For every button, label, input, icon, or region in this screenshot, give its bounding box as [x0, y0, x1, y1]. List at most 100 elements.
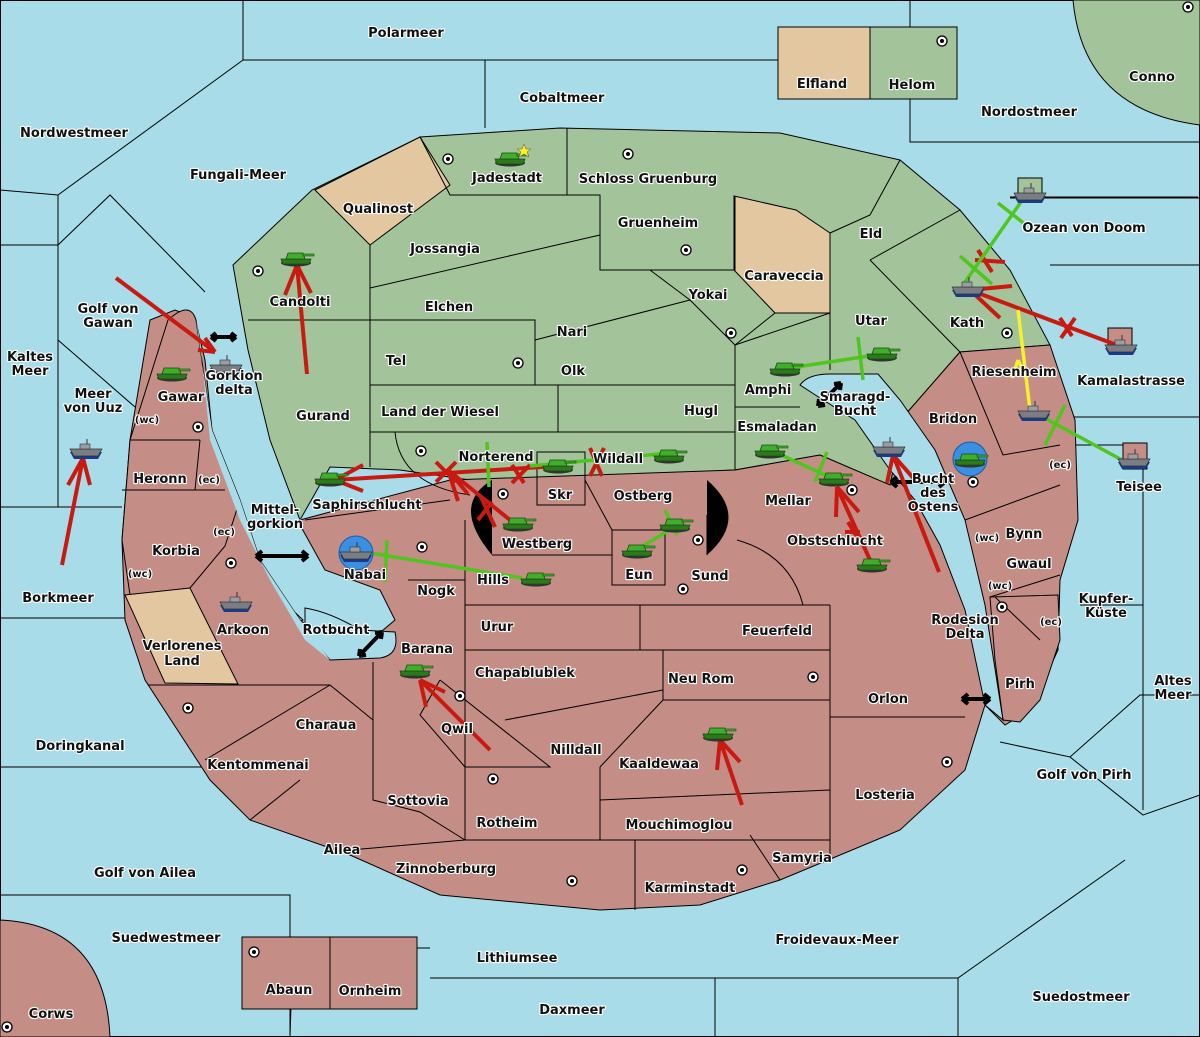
label-hills: Hills	[477, 573, 509, 588]
label-lithiumsee: Lithiumsee	[477, 951, 558, 966]
label-ozean-von-doom: Ozean von Doom	[1022, 221, 1145, 236]
coast-labels: (wc) (ec) (ec) (wc) (ec) (wc) (wc) (ec)	[127, 414, 1072, 629]
label-eld: Eld	[860, 227, 883, 242]
region-conno[interactable]	[1072, 0, 1200, 126]
label-sund: Sund	[691, 569, 728, 584]
coast-wc: (wc)	[975, 533, 999, 544]
move-orders	[60, 248, 1123, 806]
label-rotbucht: Rotbucht	[303, 623, 370, 638]
label-zinnoberburg: Zinnoberburg	[396, 862, 496, 877]
label-nabai: Nabai	[344, 568, 386, 583]
label-abaun: Abaun	[266, 983, 313, 998]
label-chapablublek: Chapablublek	[475, 666, 575, 681]
label-gwaul: Gwaul	[1006, 557, 1051, 572]
label-froidevaux-meer: Froidevaux-Meer	[775, 933, 899, 948]
label-smaragd-bucht: Smaragd-Bucht	[820, 390, 891, 419]
label-riesenheim: Riesenheim	[971, 365, 1056, 380]
label-polarmeer: Polarmeer	[368, 26, 444, 41]
label-yokai: Yokai	[687, 288, 727, 303]
label-verlorenes-land: Verlorenes	[142, 639, 221, 654]
label-rotheim: Rotheim	[476, 816, 537, 831]
adjacency-arrows	[209, 331, 992, 706]
label-jadestadt: Jadestadt	[471, 171, 542, 186]
label-gurand: Gurand	[296, 409, 350, 424]
label-corws: Corws	[29, 1007, 74, 1022]
label-helom: Helom	[889, 78, 936, 93]
label-suedostmeer: Suedostmeer	[1032, 990, 1130, 1005]
label-nordostmeer: Nordostmeer	[981, 105, 1078, 120]
region-qualinost[interactable]	[314, 136, 451, 246]
label-mittelgorkion: Mittel-gorkion	[247, 503, 303, 532]
label-nilldall: Nilldall	[550, 743, 601, 758]
label-utar: Utar	[855, 314, 888, 329]
coast-ec: (ec)	[198, 475, 220, 486]
label-tel: Tel	[386, 354, 406, 369]
label-qwil: Qwil	[441, 722, 473, 737]
region-labels: Polarmeer Cobaltmeer Nordwestmeer Fungal…	[6, 25, 1193, 1019]
coast-wc: (wc)	[128, 569, 152, 580]
label-kamalastrasse: Kamalastrasse	[1077, 374, 1185, 389]
label-elfland: Elfland	[797, 77, 847, 92]
label-olk: Olk	[561, 364, 586, 379]
label-teisee: Teisee	[1116, 480, 1162, 495]
label-nordwestmeer: Nordwestmeer	[20, 126, 128, 141]
label-gawar: Gawar	[158, 390, 205, 405]
label-samyria: Samyria	[772, 851, 832, 866]
region-pirh[interactable]	[989, 594, 1061, 723]
label-ostberg: Ostberg	[614, 489, 673, 504]
label-hugl: Hugl	[684, 404, 718, 419]
label-jossangia: Jossangia	[409, 242, 480, 257]
label-land-der-wiesel: Land der Wiesel	[381, 405, 499, 420]
label-gruenheim: Gruenheim	[618, 216, 698, 231]
impassable-east	[707, 480, 729, 555]
coast-ec: (ec)	[213, 527, 235, 538]
label-fungali-meer: Fungali-Meer	[190, 168, 287, 183]
label-nogk: Nogk	[417, 584, 455, 599]
label-bridon: Bridon	[929, 412, 977, 427]
label-feuerfeld: Feuerfeld	[742, 624, 812, 639]
label-eun: Eun	[625, 568, 652, 583]
label-elchen: Elchen	[425, 300, 473, 315]
region-verlorenes-land[interactable]	[124, 587, 239, 685]
star-icon	[516, 143, 532, 158]
label-candolti: Candolti	[270, 295, 331, 310]
label-heronn: Heronn	[133, 472, 187, 487]
coast-ec: (ec)	[1049, 460, 1071, 471]
label-bynn: Bynn	[1006, 527, 1043, 542]
label-karminstadt: Karminstadt	[645, 881, 736, 896]
label-korbia: Korbia	[152, 544, 200, 559]
region-bucht-des-ostens[interactable]	[799, 373, 1004, 722]
label-mouchimoglou: Mouchimoglou	[626, 818, 733, 833]
convoy-order	[1010, 309, 1032, 411]
region-ornheim[interactable]	[329, 936, 418, 1010]
label-skr: Skr	[548, 488, 573, 503]
label-verlorenes-land: Land	[164, 654, 200, 669]
land-borders	[122, 128, 1061, 910]
label-urur: Urur	[481, 620, 514, 635]
label-kath: Kath	[950, 316, 984, 331]
label-golf-von-ailea: Golf von Ailea	[94, 866, 196, 881]
label-golf-von-pirh: Golf von Pirh	[1036, 768, 1131, 783]
label-ailea: Ailea	[324, 843, 361, 858]
coast-ec: (ec)	[1040, 617, 1062, 628]
label-westberg: Westberg	[502, 537, 572, 552]
region-corws[interactable]	[0, 919, 111, 1037]
region-rotbucht[interactable]	[304, 607, 397, 661]
label-qualinost: Qualinost	[343, 202, 413, 217]
label-conno: Conno	[1129, 70, 1175, 85]
label-arkoon: Arkoon	[217, 623, 269, 638]
label-kaaldewaa: Kaaldewaa	[619, 757, 699, 772]
label-barana: Barana	[401, 642, 453, 657]
label-kupfer-kueste: Kupfer-Küste	[1079, 592, 1134, 621]
label-losteria: Losteria	[855, 788, 915, 803]
label-pirh: Pirh	[1005, 677, 1035, 692]
label-cobaltmeer: Cobaltmeer	[520, 91, 605, 106]
red-territory	[121, 309, 1079, 911]
